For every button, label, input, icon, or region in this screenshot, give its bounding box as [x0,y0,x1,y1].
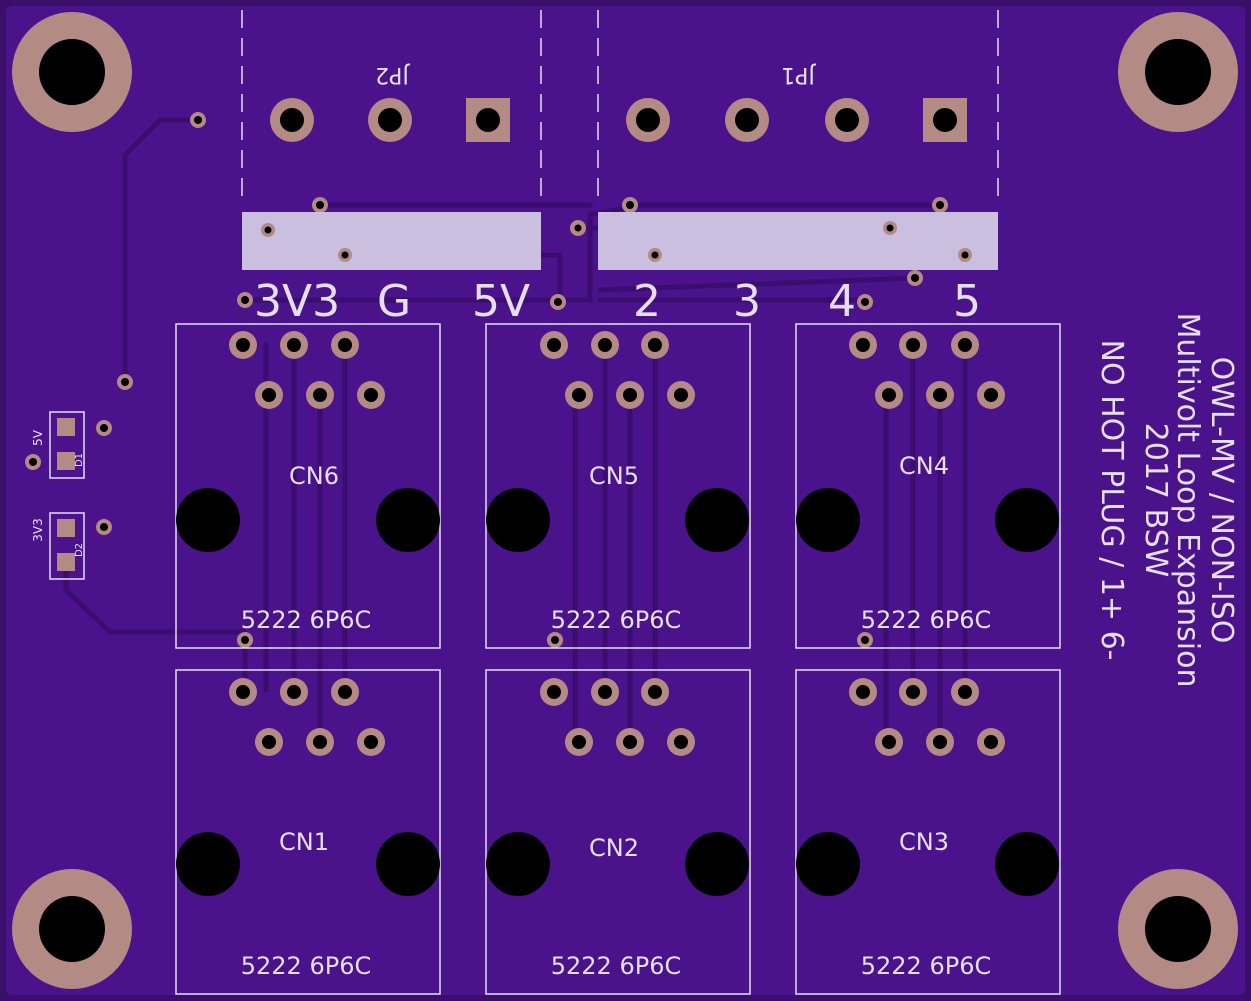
connector-cn2: CN2 5222 6P6C [485,669,751,995]
cn3-part: 5222 6P6C [861,952,991,980]
connector-cn4: CN4 5222 6P6C [795,323,1061,649]
cn6-ref: CN6 [289,462,339,490]
header-outlines [241,10,999,200]
cn2-ref: CN2 [589,834,639,862]
board-text-line3: 2017 BSW [1138,423,1173,578]
label-2: 2 [633,276,661,327]
cn4-part: 5222 6P6C [861,606,991,634]
cn2-part: 5222 6P6C [551,952,681,980]
board-text-line4: NO HOT PLUG / 1+ 6- [1094,340,1129,661]
cn1-part: 5222 6P6C [241,952,371,980]
connector-cn6: CN6 5222 6P6C [175,323,441,649]
d1-ref: D1 [74,453,85,467]
label-3v3: 3V3 [254,276,340,327]
label-5: 5 [953,276,981,327]
jp1-label: JP1 [781,62,817,87]
cn5-part: 5222 6P6C [551,606,681,634]
led-d1: 5V D1 [31,411,85,479]
jp2-silk-block [242,212,541,270]
connector-cn3: CN3 5222 6P6C [795,669,1061,995]
mounting-holes [12,12,1238,989]
label-3: 3 [733,276,761,327]
d2-ref: D2 [74,543,85,557]
label-g: G [377,276,411,327]
cn1-ref: CN1 [279,828,329,856]
jp2-label: JP2 [375,62,411,87]
board-text-line1: OWL-MV / NON-ISO [1204,357,1239,644]
connector-cn5: CN5 5222 6P6C [485,323,751,649]
label-5v: 5V [472,276,530,327]
cn6-part: 5222 6P6C [241,606,371,634]
jp2-pins [270,98,510,142]
copper-traces [63,117,968,743]
led-d2: 3V3 D2 [31,512,85,580]
d1-label: 5V [31,429,45,446]
header-pin-labels: 3V3 G 5V 2 3 4 5 [254,276,981,327]
board-text-line2: Multivolt Loop Expansion [1170,312,1205,687]
cn3-ref: CN3 [899,828,949,856]
label-4: 4 [828,276,856,327]
board-description: OWL-MV / NON-ISO Multivolt Loop Expansio… [1094,312,1239,687]
jp1-pins [626,98,967,142]
jp1-silk-block [598,212,998,270]
d2-label: 3V3 [31,518,45,541]
cn5-ref: CN5 [589,462,639,490]
cn4-ref: CN4 [899,452,949,480]
connector-cn1: CN1 5222 6P6C [175,669,441,995]
